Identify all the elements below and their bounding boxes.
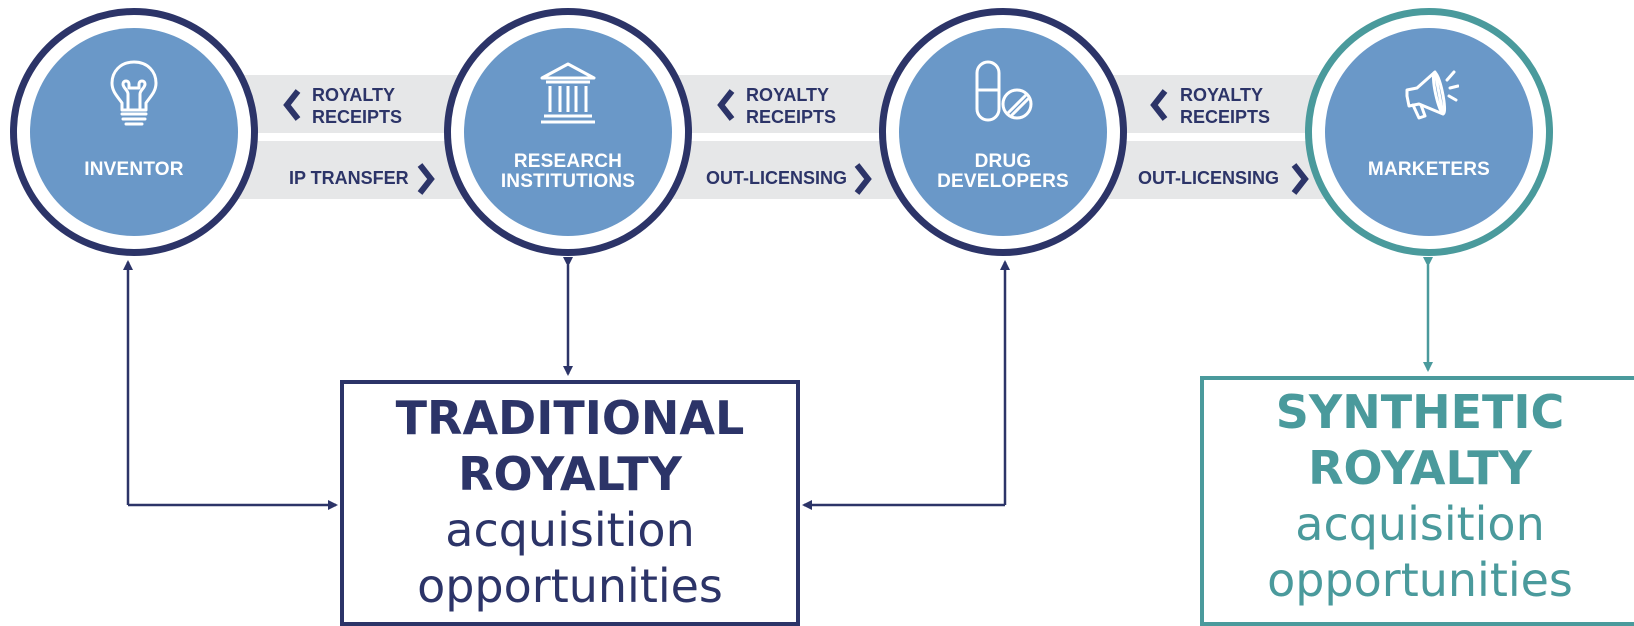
traditional-title-1: TRADITIONAL: [395, 391, 745, 445]
flow-out-licensing-1: OUT-LICENSING: [706, 168, 848, 188]
chevron-right-icon: [854, 163, 872, 195]
chevron-right-icon: [1291, 163, 1309, 195]
lightbulb-icon: [110, 60, 158, 126]
flow-out-licensing-2: OUT-LICENSING: [1138, 168, 1280, 188]
synthetic-title-2: ROYALTY: [1308, 441, 1532, 495]
synthetic-subtitle-2: opportunities: [1267, 553, 1573, 607]
synthetic-subtitle-1: acquisition: [1295, 497, 1545, 551]
megaphone-icon: [1405, 70, 1459, 120]
flow-ip-transfer: IP TRANSFER: [289, 168, 409, 188]
flow-band-top: [200, 75, 1360, 133]
traditional-title-2: ROYALTY: [458, 447, 682, 501]
traditional-subtitle-2: opportunities: [417, 559, 723, 613]
node-inventor: INVENTOR: [10, 8, 258, 256]
chevron-left-icon: [1150, 89, 1168, 121]
synthetic-royalty-box: SYNTHETIC ROYALTY acquisition opportunit…: [1200, 376, 1634, 626]
flow-band-bottom: [200, 141, 1360, 199]
chevron-right-icon: [417, 163, 435, 195]
node-label-marketers: MARKETERS: [1367, 159, 1491, 180]
node-label-inventor: INVENTOR: [84, 159, 184, 180]
institution-icon: [540, 62, 596, 124]
traditional-royalty-box: TRADITIONAL ROYALTY acquisition opportun…: [340, 380, 800, 626]
chevron-left-icon: [283, 89, 301, 121]
pills-icon: [975, 60, 1033, 122]
synthetic-title-1: SYNTHETIC: [1275, 385, 1565, 439]
node-marketers: MARKETERS: [1305, 8, 1553, 256]
traditional-subtitle-1: acquisition: [445, 503, 695, 557]
chevron-left-icon: [717, 89, 735, 121]
